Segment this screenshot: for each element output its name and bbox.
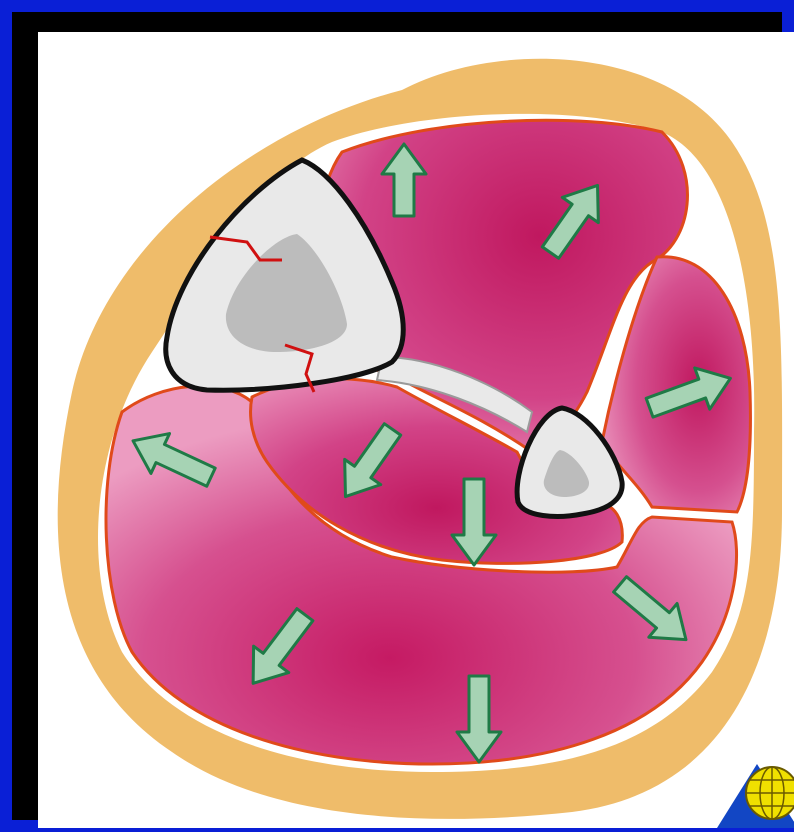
globe-logo-icon [717,764,794,828]
compartment-cross-section-diagram [38,32,794,828]
diagram-panel [38,32,794,828]
